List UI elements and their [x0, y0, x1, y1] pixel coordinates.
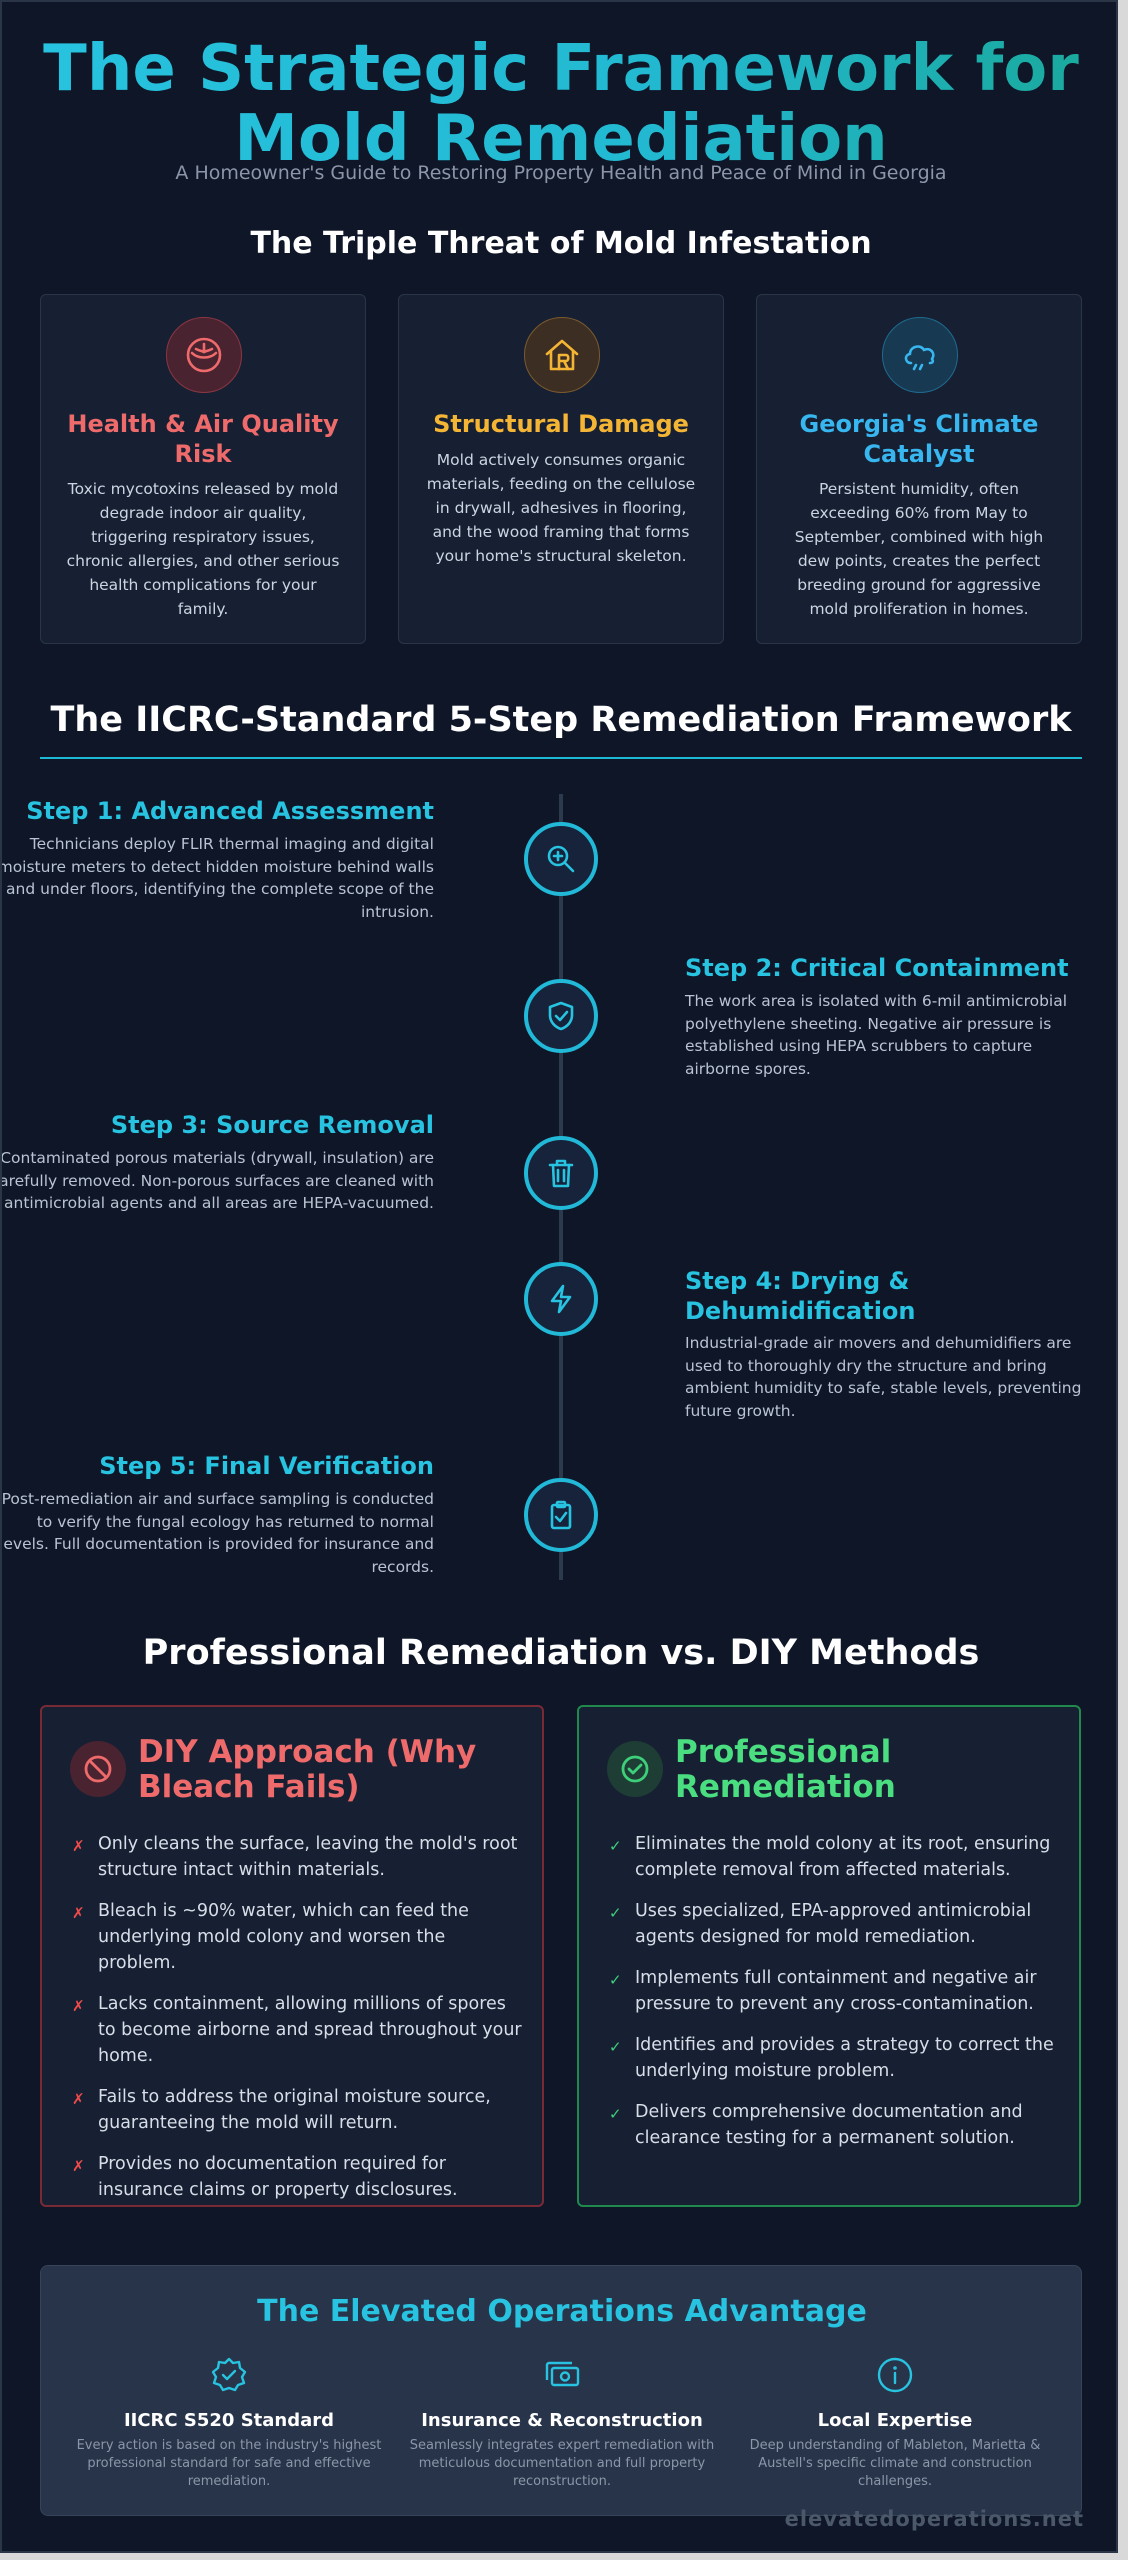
advantage-box: The Elevated Operations Advantage IICRC … [40, 2265, 1082, 2516]
step-3-title: Step 3: Source Removal [110, 1111, 434, 1139]
advantage-item-title: Insurance & Reconstruction [421, 2410, 703, 2431]
diy-list: ✗Only cleans the surface, leaving the mo… [72, 1831, 522, 2218]
list-item: ✗Provides no documentation required for … [72, 2154, 458, 2200]
advantage-item: IICRC S520 Standard Every action is base… [69, 2354, 389, 2491]
advantage-item: Insurance & Reconstruction Seamlessly in… [402, 2354, 722, 2491]
threat-title: Georgia's Climate Catalyst [799, 410, 1039, 468]
list-item: ✗Lacks containment, allowing millions of… [72, 1994, 522, 2066]
step-2-title: Step 2: Critical Containment [685, 954, 1069, 982]
threat-card-climate: Georgia's Climate Catalyst Persistent hu… [756, 294, 1082, 644]
advantage-item: Local Expertise Deep understanding of Ma… [735, 2354, 1055, 2491]
advantage-heading: The Elevated Operations Advantage [257, 2294, 867, 2329]
threats-heading: The Triple Threat of Mold Infestation [250, 226, 872, 261]
advantage-item-title: Local Expertise [817, 2410, 973, 2431]
check-mark-icon: ✓ [609, 1904, 622, 1922]
advantage-item-text: Seamlessly integrates expert remediation… [409, 2438, 715, 2489]
list-item: ✓Implements full containment and negativ… [609, 1968, 1037, 2014]
section-divider [40, 757, 1082, 759]
list-item: ✓Identifies and provides a strategy to c… [609, 2035, 1054, 2081]
threat-title: Structural Damage [433, 410, 689, 438]
list-item: ✗Fails to address the original moisture … [72, 2087, 491, 2133]
pro-list: ✓Eliminates the mold colony at its root,… [609, 1831, 1059, 2166]
advantage-item-text: Every action is based on the industry's … [76, 2438, 382, 2489]
shield-check-icon [524, 979, 598, 1053]
comparison-heading: Professional Remediation vs. DIY Methods [142, 1633, 980, 1673]
diy-title: DIY Approach (Why Bleach Fails) [138, 1734, 477, 1805]
search-plus-icon [524, 822, 598, 896]
advantage-item-title: IICRC S520 Standard [123, 2410, 335, 2431]
lightning-icon [524, 1262, 598, 1336]
x-mark-icon: ✗ [72, 1997, 85, 2015]
diy-card: DIY Approach (Why Bleach Fails) ✗Only cl… [40, 1705, 544, 2207]
trash-icon [524, 1136, 598, 1210]
step-4-title: Step 4: Drying & Dehumidification [685, 1267, 916, 1325]
step-2-text: The work area is isolated with 6-mil ant… [685, 992, 1068, 1078]
page-subtitle: A Homeowner's Guide to Restoring Propert… [175, 162, 947, 184]
pro-title: Professional Remediation [675, 1734, 896, 1805]
advantage-item-text: Deep understanding of Mableton, Marietta… [749, 2438, 1041, 2489]
ban-icon [70, 1741, 126, 1797]
step-4-text: Industrial-grade air movers and dehumidi… [685, 1334, 1082, 1420]
x-mark-icon: ✗ [72, 2157, 85, 2175]
check-mark-icon: ✓ [609, 1837, 622, 1855]
threat-card-health: Health & Air Quality Risk Toxic mycotoxi… [40, 294, 366, 644]
x-mark-icon: ✗ [72, 2090, 85, 2108]
footer-url: elevatedoperations.net [784, 2507, 1084, 2531]
badge-check-icon [69, 2354, 389, 2396]
step-1-title: Step 1: Advanced Assessment [26, 797, 434, 825]
threat-text: Toxic mycotoxins released by mold degrad… [66, 480, 340, 618]
step-5-text: Post-remediation air and surface samplin… [0, 1490, 434, 1576]
check-circle-icon [607, 1741, 663, 1797]
list-item: ✓Uses specialized, EPA-approved antimicr… [609, 1901, 1032, 1947]
list-item: ✗Bleach is ~90% water, which can feed th… [72, 1901, 469, 1973]
info-icon [735, 2354, 1055, 2396]
house-icon [524, 317, 600, 393]
step-5-title: Step 5: Final Verification [99, 1452, 434, 1480]
framework-heading: The IICRC-Standard 5-Step Remediation Fr… [50, 700, 1072, 740]
list-item: ✓Delivers comprehensive documentation an… [609, 2102, 1023, 2148]
check-mark-icon: ✓ [609, 1971, 622, 1989]
lungs-icon [166, 317, 242, 393]
check-mark-icon: ✓ [609, 2038, 622, 2056]
list-item: ✓Eliminates the mold colony at its root,… [609, 1834, 1051, 1880]
pro-card: Professional Remediation ✓Eliminates the… [577, 1705, 1081, 2207]
x-mark-icon: ✗ [72, 1904, 85, 1922]
money-stack-icon [402, 2354, 722, 2396]
threat-title: Health & Air Quality Risk [67, 410, 339, 468]
clipboard-check-icon [524, 1478, 598, 1552]
threat-text: Mold actively consumes organic materials… [426, 451, 696, 565]
threat-card-structural: Structural Damage Mold actively consumes… [398, 294, 724, 644]
page-title: The Strategic Framework for Mold Remedia… [2, 34, 1116, 174]
cloud-rain-icon [882, 317, 958, 393]
step-1-text: Technicians deploy FLIR thermal imaging … [0, 835, 434, 921]
list-item: ✗Only cleans the surface, leaving the mo… [72, 1834, 518, 1880]
threat-text: Persistent humidity, often exceeding 60%… [794, 480, 1044, 618]
x-mark-icon: ✗ [72, 1837, 85, 1855]
check-mark-icon: ✓ [609, 2105, 622, 2123]
step-3-text: Contaminated porous materials (drywall, … [0, 1149, 434, 1212]
